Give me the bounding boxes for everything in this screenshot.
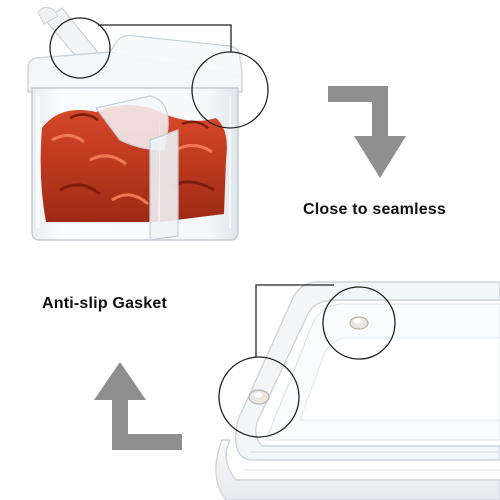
spice-container-top bbox=[27, 6, 243, 241]
callout-top bbox=[49, 17, 269, 129]
turn-up-left-arrow-icon bbox=[94, 362, 182, 450]
gasket-dot-lower bbox=[248, 389, 270, 405]
container-base-corner bbox=[215, 281, 500, 500]
turn-down-arrow-icon bbox=[328, 86, 406, 178]
caption-close-to-seamless: Close to seamless bbox=[303, 201, 447, 218]
caption-anti-slip-gasket: Anti-slip Gasket bbox=[42, 295, 168, 312]
gasket-dot-upper bbox=[349, 316, 369, 330]
callout-bottom bbox=[218, 284, 396, 438]
